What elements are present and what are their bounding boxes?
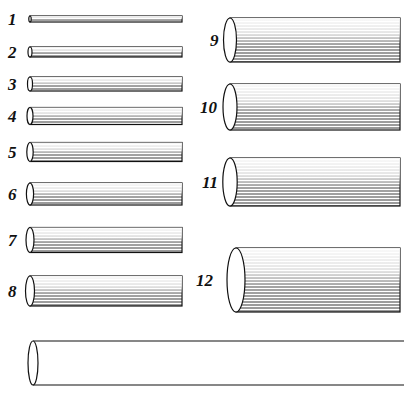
rod — [223, 84, 400, 130]
callout-number: 12 — [196, 272, 213, 289]
rod — [26, 183, 182, 205]
rod — [28, 341, 404, 385]
rods — [26, 16, 405, 385]
callout-number: 6 — [8, 186, 17, 203]
callout-number: 1 — [8, 11, 17, 28]
rod — [227, 248, 400, 312]
callout-number: 5 — [8, 144, 17, 161]
callout-number: 8 — [8, 283, 17, 300]
rod — [224, 18, 401, 62]
rod — [26, 228, 182, 253]
rod — [29, 16, 182, 22]
callout-number: 11 — [202, 174, 218, 191]
rod — [26, 276, 183, 306]
callout-number: 9 — [210, 32, 219, 49]
rod — [223, 158, 400, 206]
callout-number: 2 — [8, 44, 17, 61]
rod — [27, 143, 182, 162]
callout-number: 3 — [8, 76, 17, 93]
rod — [27, 108, 182, 125]
rod — [28, 47, 182, 57]
callout-number: 7 — [8, 232, 17, 249]
callout-number: 10 — [200, 99, 217, 116]
callout-number: 4 — [8, 108, 17, 125]
rod — [28, 77, 183, 91]
